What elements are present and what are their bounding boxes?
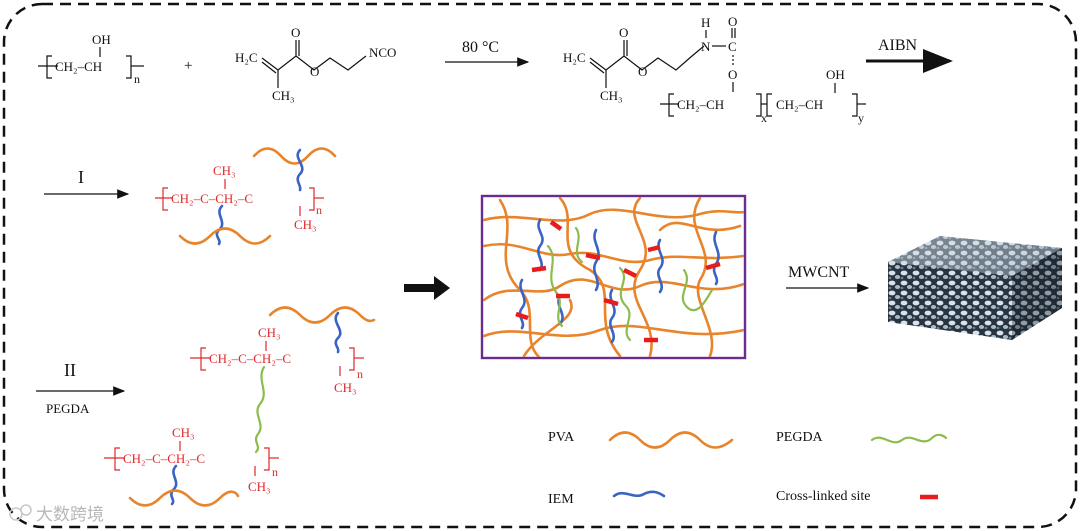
iem-chain-bottom-ii bbox=[170, 464, 178, 506]
iem-ch3-label: CH₃ bbox=[272, 88, 295, 103]
iem-chain bbox=[296, 148, 304, 192]
aibn-label: AIBN bbox=[878, 37, 918, 54]
mwcnt-label: MWCNT bbox=[788, 264, 850, 281]
legend-iem-swatch bbox=[612, 490, 666, 498]
pva-chain-bottom bbox=[178, 227, 272, 245]
pva-chain-bottom-ii bbox=[128, 489, 240, 507]
route-i-n: n bbox=[316, 203, 322, 217]
pva-oh-label: OH bbox=[92, 32, 111, 47]
product-x-label: x bbox=[761, 111, 767, 125]
watermark: 大数跨境 bbox=[9, 504, 104, 525]
route-i-ch3-bottom: CH₃ bbox=[294, 217, 317, 232]
route-i: I CH₃ CH₂–C–CH₂–C n CH₃ bbox=[44, 147, 337, 246]
route-ii-chain: CH₂–C–CH₂–C bbox=[209, 351, 291, 366]
legend-pva-label: PVA bbox=[548, 430, 575, 445]
product-o-mid: O bbox=[638, 64, 647, 79]
watermark-logo-icon bbox=[9, 507, 23, 521]
route-ii: II PEGDA CH₃ CH₂–C–CH₂–C n CH₃ CH₃ CH₂–C… bbox=[36, 306, 376, 507]
watermark-text: 大数跨境 bbox=[36, 505, 104, 525]
condition-arrow: 80 °C bbox=[445, 39, 530, 67]
route-ii-n-2: n bbox=[272, 465, 278, 479]
route-ii-ch3-top-2: CH₃ bbox=[172, 425, 195, 440]
iem-nco-label: NCO bbox=[369, 45, 396, 60]
network-box bbox=[480, 194, 747, 360]
legend-pegda-label: PEGDA bbox=[776, 430, 824, 445]
mwcnt-foam-block bbox=[888, 236, 1062, 340]
legend-iem-label: IEM bbox=[548, 492, 574, 507]
product-h2c-label: H₂C bbox=[563, 50, 586, 65]
mwcnt-arrow: MWCNT bbox=[786, 264, 870, 293]
pva-chain-top-ii bbox=[268, 306, 376, 324]
route-i-chain: CH₂–C–CH₂–C bbox=[171, 191, 253, 206]
iem-carbonyl-o: O bbox=[291, 25, 300, 40]
route-ii-ch3-bottom: CH₃ bbox=[334, 380, 357, 395]
route-i-label: I bbox=[78, 167, 84, 187]
legend-crosslink-label: Cross-linked site bbox=[776, 489, 871, 504]
product-o-top: O bbox=[619, 25, 628, 40]
product-h-label: H bbox=[701, 15, 710, 30]
product-y-label: y bbox=[858, 111, 864, 125]
route-ii-chain-2: CH₂–C–CH₂–C bbox=[123, 451, 205, 466]
product-c-label: C bbox=[728, 39, 737, 54]
product-oh-label: OH bbox=[826, 67, 845, 82]
iem-ester-o: O bbox=[310, 64, 319, 79]
to-network-arrow bbox=[404, 276, 450, 300]
iem-grafted-pva: H₂C CH₃ O O H N C O O CH₂–CH x CH₂–CH OH… bbox=[563, 14, 866, 125]
iem-monomer: H₂C CH₃ O O NCO bbox=[235, 25, 396, 103]
aibn-arrow: AIBN bbox=[866, 37, 953, 73]
pva-monomer: OH CH₂–CH n bbox=[38, 32, 144, 86]
legend: PVA PEGDA IEM Cross-linked site bbox=[548, 430, 948, 507]
pegda-crosslink-ii bbox=[254, 365, 266, 454]
route-ii-ch3-top: CH₃ bbox=[258, 325, 281, 340]
plus-sign: + bbox=[184, 58, 192, 74]
route-ii-n: n bbox=[357, 367, 363, 381]
legend-pegda-swatch bbox=[870, 433, 948, 444]
product-ch3-label: CH₃ bbox=[600, 88, 623, 103]
product-chain1-label: CH₂–CH bbox=[677, 97, 724, 112]
route-ii-reagent: PEGDA bbox=[46, 401, 90, 416]
legend-pva-swatch bbox=[608, 431, 734, 449]
route-i-ch3-top: CH₃ bbox=[213, 163, 236, 178]
iem-chain-top-ii bbox=[334, 311, 342, 354]
pva-chain-label: CH₂–CH bbox=[55, 59, 102, 74]
product-o-carbonyl: O bbox=[728, 14, 737, 29]
pva-n-label: n bbox=[134, 72, 140, 86]
product-n-label: N bbox=[701, 39, 711, 54]
iem-h2c-label: H₂C bbox=[235, 50, 258, 65]
product-o-ester: O bbox=[728, 67, 737, 82]
route-ii-ch3-bottom-2: CH₃ bbox=[248, 479, 271, 494]
pva-chain-top bbox=[252, 147, 337, 165]
route-ii-label: II bbox=[64, 360, 76, 380]
product-chain2-label: CH₂–CH bbox=[776, 97, 823, 112]
condition-label: 80 °C bbox=[462, 39, 499, 56]
iem-chain-2 bbox=[215, 204, 224, 246]
